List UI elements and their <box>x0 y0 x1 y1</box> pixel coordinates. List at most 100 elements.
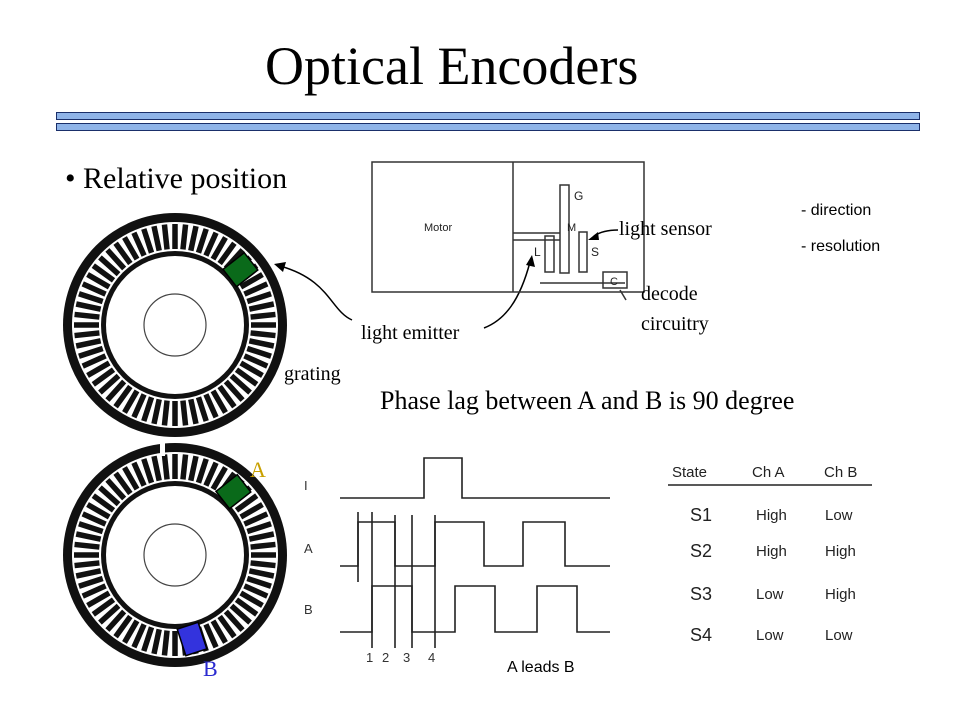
grating-slot <box>78 291 104 305</box>
title-rule-top <box>56 112 920 120</box>
light-sensor-label: light sensor <box>619 218 712 240</box>
table-r4-state: S4 <box>690 625 712 645</box>
grating-slot <box>229 373 252 395</box>
grating-slot <box>248 338 275 349</box>
grating-slot <box>78 345 104 359</box>
grating-slot <box>217 241 237 266</box>
grating-slot <box>86 272 111 290</box>
grating-slot <box>250 560 276 569</box>
grating-slot <box>234 597 259 617</box>
waveform-row-i: I <box>304 478 308 493</box>
label-l: L <box>534 245 541 259</box>
grating-slot <box>86 590 111 608</box>
grating-slot <box>229 603 252 625</box>
grating-slot <box>234 367 259 387</box>
grating-slots-bottom <box>74 454 276 656</box>
state-table: State Ch A Ch B S1 High Low S2 High High… <box>668 464 872 645</box>
grating-slot <box>75 338 102 349</box>
grating-slot <box>141 228 155 254</box>
sensor-a-label: A <box>250 457 266 482</box>
grating-slot <box>105 478 127 501</box>
grating-slot <box>78 575 104 589</box>
light-emitter-label: light emitter <box>361 322 460 344</box>
resolution-label: - resolution <box>801 238 881 255</box>
table-r1-state: S1 <box>690 505 712 525</box>
grating-slot <box>243 583 269 599</box>
grating-slot <box>246 345 272 359</box>
grating-slot <box>78 521 104 535</box>
grating-slot <box>74 560 100 569</box>
grating-slot <box>141 458 155 484</box>
table-r1-chb: Low <box>825 507 853 524</box>
grating-slot <box>151 398 162 425</box>
table-header-chb: Ch B <box>824 464 857 481</box>
grating-slot <box>74 330 100 339</box>
grating-slot <box>246 291 272 305</box>
grating-slot <box>141 626 155 652</box>
grating-slot <box>248 568 275 579</box>
grating-slot <box>188 455 199 482</box>
grating-slot <box>195 396 209 422</box>
grating-slot <box>91 367 116 387</box>
waveform-diagram <box>340 457 610 648</box>
grating-slot <box>131 231 147 257</box>
encoder-disk-top <box>63 213 287 437</box>
grating-slot <box>74 311 100 320</box>
grating-slot <box>105 248 127 271</box>
grating-slot <box>141 396 155 422</box>
sensor-b <box>176 621 208 657</box>
grating-slot <box>75 568 102 579</box>
grating-slot <box>195 458 209 484</box>
table-r4-chb: Low <box>825 627 853 644</box>
grating-slot <box>122 236 140 261</box>
grating-slot <box>81 281 107 297</box>
grating-slot <box>74 541 100 550</box>
grating-slot <box>239 360 264 378</box>
table-r4-cha: Low <box>756 627 784 644</box>
table-r2-cha: High <box>756 543 787 560</box>
label-s: S <box>591 245 599 259</box>
grating-slot <box>86 502 111 520</box>
grating-slot <box>161 400 170 426</box>
grating-slot <box>86 360 111 378</box>
table-r3-cha: Low <box>756 586 784 603</box>
grating-slot <box>161 630 170 656</box>
grating-slot <box>210 236 228 261</box>
decode-label-line1: decode <box>641 283 698 305</box>
grating-slot <box>151 225 162 252</box>
grating-slot <box>217 614 237 639</box>
waveform-row-b: B <box>304 602 313 617</box>
grating-slot <box>203 231 219 257</box>
grating-slot <box>203 393 219 419</box>
table-r2-state: S2 <box>690 541 712 561</box>
grating-slot <box>122 619 140 644</box>
grating-slot <box>75 301 102 312</box>
waveform-tick-4: 4 <box>428 650 435 665</box>
direction-label: - direction <box>801 202 872 219</box>
grating-slot <box>223 609 245 632</box>
grating-slot <box>180 400 189 426</box>
motor-diagram <box>371 161 645 301</box>
grating-slot <box>188 398 199 425</box>
table-header-state: State <box>672 464 707 481</box>
grating-slot <box>81 353 107 369</box>
waveform-tick-1: 1 <box>366 650 373 665</box>
grating-slot <box>98 373 121 395</box>
grating-slot <box>105 609 127 632</box>
grating-slot <box>122 466 140 491</box>
grating-slot <box>243 511 269 527</box>
grating-slot <box>243 353 269 369</box>
grating-slot <box>122 389 140 414</box>
grating-slot <box>81 583 107 599</box>
grating-slot <box>98 485 121 507</box>
grating-slot <box>239 272 264 290</box>
grating-slot <box>105 379 127 402</box>
label-c: C <box>610 276 618 288</box>
waveform-tick-2: 2 <box>382 650 389 665</box>
grating-slot <box>210 466 228 491</box>
grating-slot <box>248 531 275 542</box>
grating-label: grating <box>284 363 341 385</box>
emitter-arrow-2 <box>483 261 531 329</box>
sensor-top <box>221 251 259 288</box>
grating-slot <box>248 301 275 312</box>
